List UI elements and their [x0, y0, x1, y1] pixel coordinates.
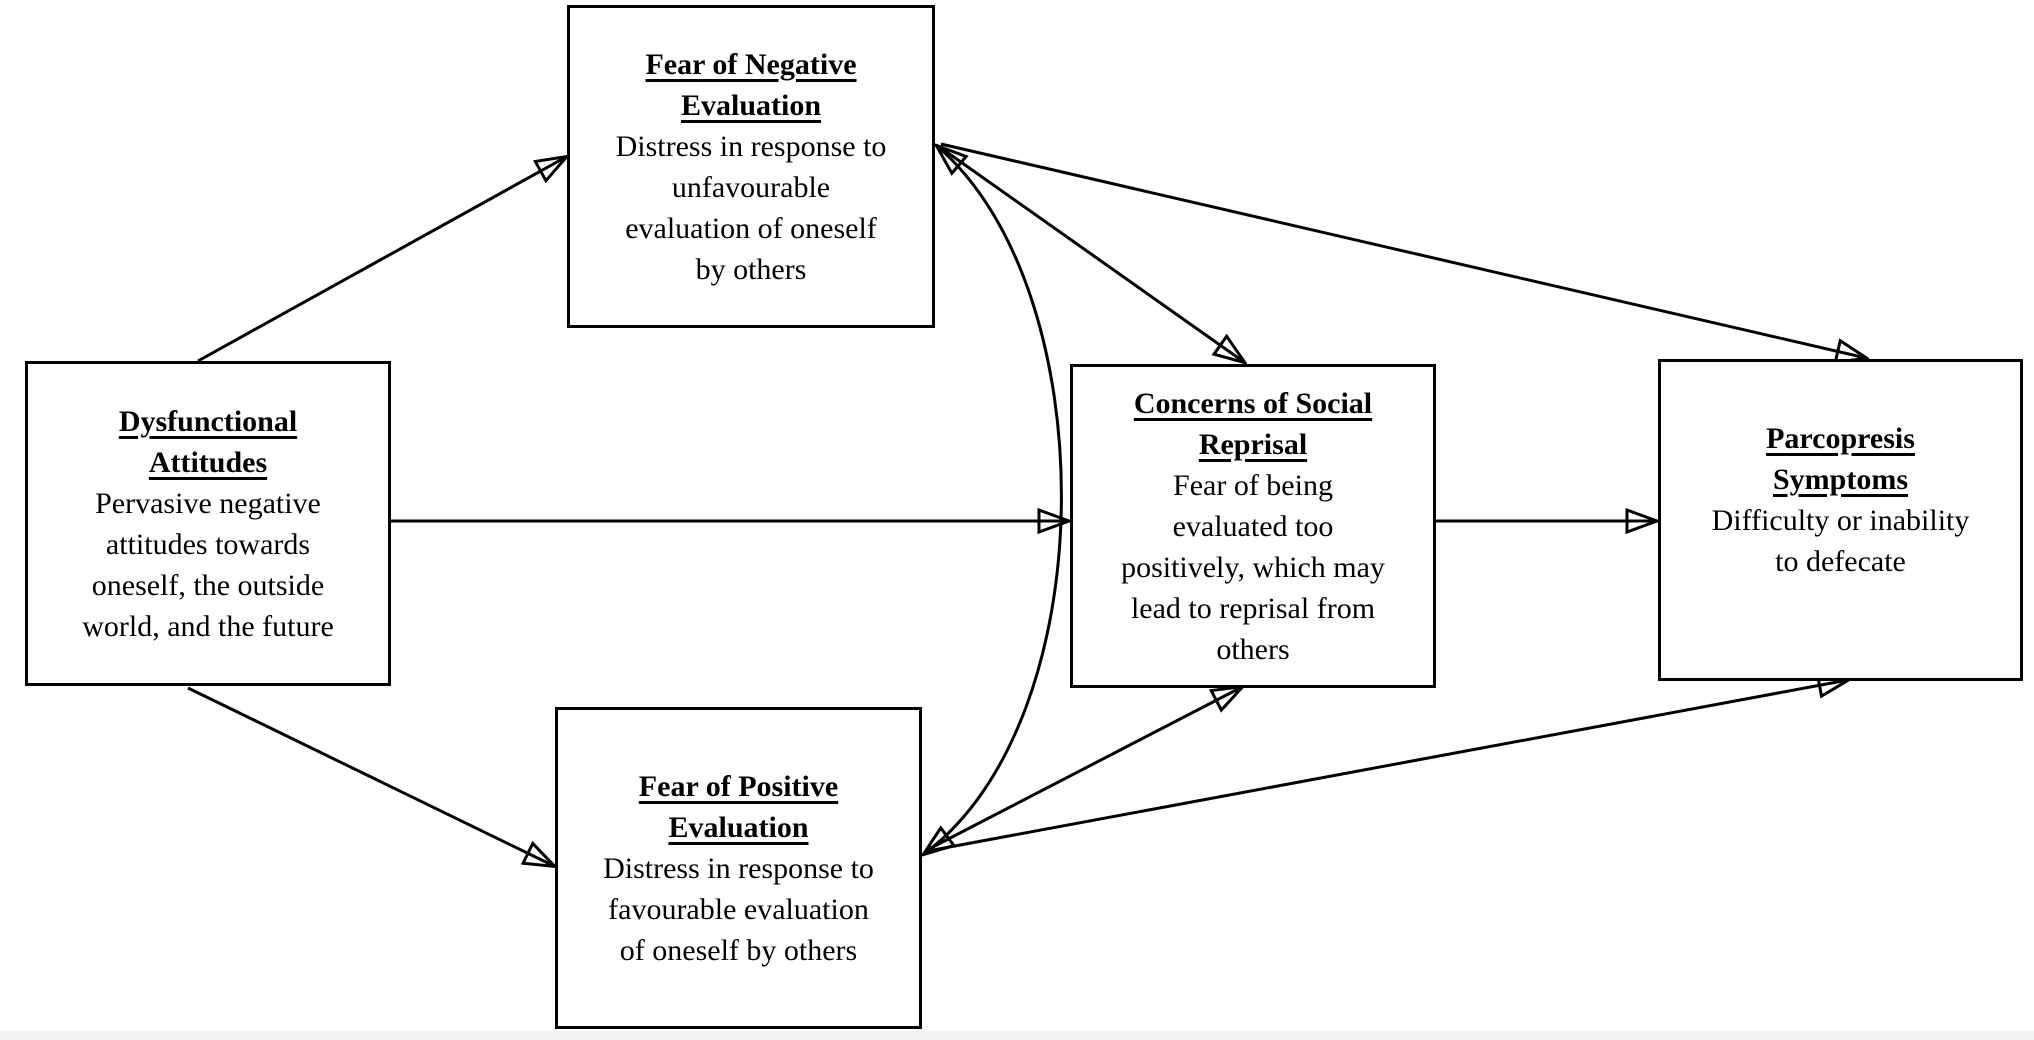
node-title-dysfunctional-attitudes: Dysfunctional Attitudes	[118, 404, 298, 479]
node-title-fear-negative-evaluation: Fear of Negative Evaluation	[645, 47, 857, 122]
arrow-dysfunctional-to-fear-negative	[197, 157, 566, 363]
arrow-fear-negative-to-parcopresis	[940, 142, 1866, 358]
node-dysfunctional-attitudes: Dysfunctional Attitudes Pervasive negati…	[25, 361, 391, 686]
node-title-concerns-social-reprisal: Concerns of Social Reprisal	[1133, 386, 1373, 461]
arrow-fear-positive-to-parcopresis	[927, 680, 1848, 853]
arrow-fear-negative-to-concerns	[940, 146, 1244, 362]
node-fear-negative-evaluation: Fear of Negative Evaluation Distress in …	[567, 5, 935, 328]
node-title-fear-positive-evaluation: Fear of Positive Evaluation	[638, 769, 839, 844]
arrow-dysfunctional-to-fear-positive	[187, 686, 554, 866]
node-body-concerns-social-reprisal: Fear of being evaluated too positively, …	[1121, 468, 1385, 666]
arrow-fear-negative-fear-positive-bidirectional	[924, 146, 1063, 854]
node-fear-positive-evaluation: Fear of Positive Evaluation Distress in …	[555, 707, 922, 1029]
arrow-fear-positive-to-concerns	[926, 687, 1242, 852]
node-body-parcopresis-symptoms: Difficulty or inability to defecate	[1711, 504, 1970, 578]
node-parcopresis-symptoms: Parcopresis Symptoms Difficulty or inabi…	[1658, 359, 2023, 681]
page-bottom-edge	[0, 1031, 2034, 1040]
node-concerns-social-reprisal: Concerns of Social Reprisal Fear of bein…	[1070, 364, 1436, 688]
node-body-fear-negative-evaluation: Distress in response to unfavourable eva…	[615, 129, 887, 286]
node-body-dysfunctional-attitudes: Pervasive negative attitudes towards one…	[82, 486, 334, 643]
node-title-parcopresis-symptoms: Parcopresis Symptoms	[1766, 422, 1915, 496]
node-body-fear-positive-evaluation: Distress in response to favourable evalu…	[603, 851, 874, 967]
